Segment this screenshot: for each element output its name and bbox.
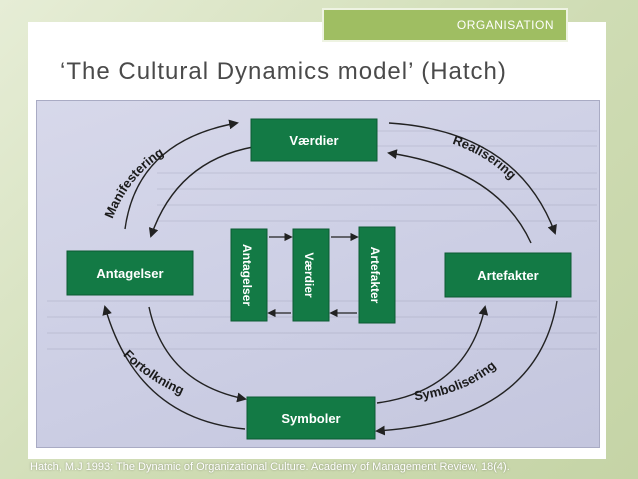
svg-text:Antagelser: Antagelser [96, 266, 163, 281]
arrow-top-left-outer [124, 119, 239, 230]
inner-box-antagelser: Antagelser [230, 228, 268, 322]
svg-text:Artefakter: Artefakter [368, 247, 382, 304]
arrow-bottom-right-inner [376, 305, 489, 404]
arrow-top-left-inner [148, 146, 254, 238]
box-artefakter: Artefakter [444, 252, 572, 298]
cultural-dynamics-diagram: Manifestering Realisering Fortolkning Sy… [47, 118, 597, 440]
box-antagelser: Antagelser [66, 250, 194, 296]
section-tab: ORGANISATION [322, 8, 568, 42]
arrow-bottom-right-outer [375, 300, 558, 436]
label-fortolkning: Fortolkning [121, 347, 187, 398]
arrow-top-right-outer [388, 122, 557, 235]
svg-text:Symboler: Symboler [281, 411, 340, 426]
arrow-bottom-left-outer [102, 305, 246, 430]
svg-text:Artefakter: Artefakter [477, 268, 538, 283]
svg-text:Værdier: Værdier [289, 133, 338, 148]
section-label: ORGANISATION [456, 18, 554, 32]
inner-box-artefakter: Artefakter [358, 226, 396, 324]
arrow-top-right-inner [387, 149, 532, 244]
svg-text:Værdier: Værdier [302, 252, 316, 298]
slide-title: ‘The Cultural Dynamics model’ (Hatch) [60, 58, 507, 85]
svg-text:Antagelser: Antagelser [240, 244, 254, 306]
diagram-photo: Manifestering Realisering Fortolkning Sy… [36, 100, 600, 448]
label-symbolisering: Symbolisering [413, 358, 498, 404]
arrow-bottom-left-inner [148, 306, 247, 403]
label-realisering: Realisering [451, 132, 520, 182]
inner-box-vaerdier: Værdier [292, 228, 330, 322]
box-vaerdier: Værdier [250, 118, 378, 162]
label-manifestering: Manifestering [101, 144, 166, 220]
box-symboler: Symboler [246, 396, 376, 440]
source-citation: Hatch, M.J 1993: The Dynamic of Organiza… [30, 461, 510, 473]
